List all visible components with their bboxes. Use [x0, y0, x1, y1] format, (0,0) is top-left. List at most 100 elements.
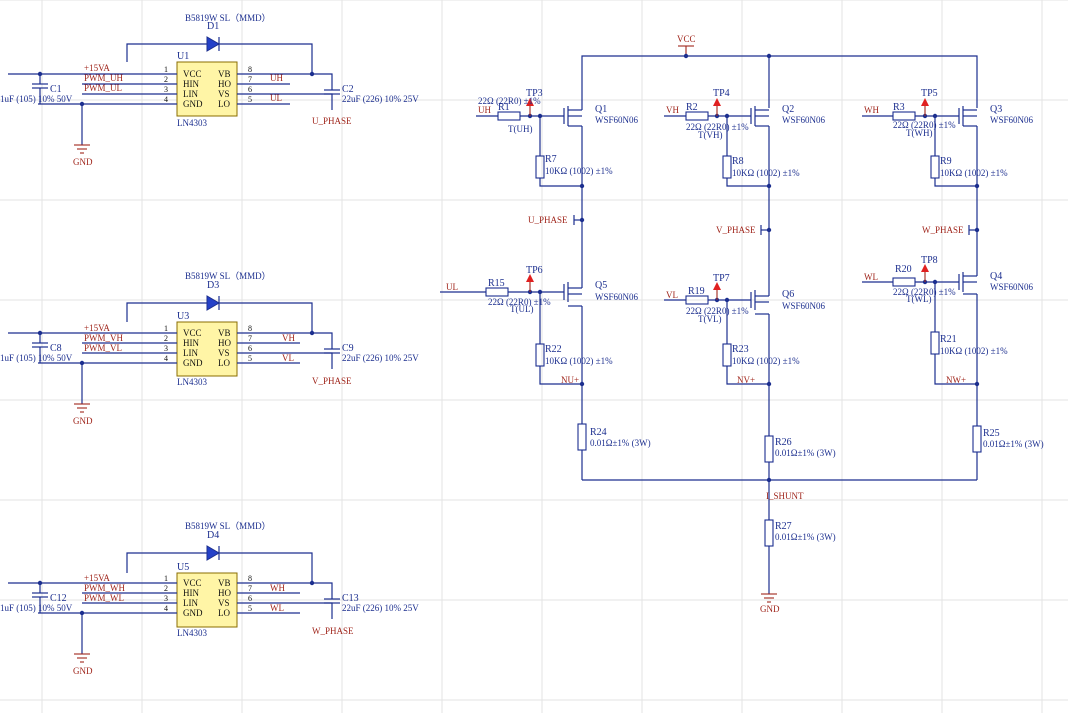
svg-text:TP7: TP7 [713, 273, 730, 284]
diode-ref: D1 [207, 21, 219, 32]
svg-text:VL: VL [666, 290, 678, 300]
svg-text:R1: R1 [498, 102, 510, 113]
driver-right-pins: 8 7 6 5 VB HO VS LO [218, 574, 264, 618]
low-side-q6: VL TP7 R19 22Ω (22R0) ±1% T(VL) Q6 WSF60… [664, 273, 826, 385]
high-side-q3: WH TP5 R3 22Ω (22R0) ±1% T(WH) Q3 WSF60N… [862, 88, 1034, 187]
low-side-q4: WL TP8 R20 22Ω (22R0) ±1% T(WL) Q4 WSF60… [862, 255, 1034, 385]
lin-net-label: PWM_UL [84, 83, 122, 93]
svg-text:HIN: HIN [183, 79, 199, 89]
svg-text:7: 7 [248, 75, 252, 84]
capacitor-c2: C2 22uF (226) 10% 25V [324, 84, 419, 104]
svg-text:0.01Ω±1% (3W): 0.01Ω±1% (3W) [775, 448, 836, 458]
bootstrap-diode-d4: D4 B5819W SL（MMD） [126, 521, 313, 583]
svg-text:TP8: TP8 [921, 255, 938, 266]
svg-text:U_PHASE: U_PHASE [528, 215, 568, 225]
svg-text:22Ω (22R0) ±1%: 22Ω (22R0) ±1% [686, 122, 749, 132]
svg-text:6: 6 [248, 344, 252, 353]
svg-text:10KΩ (1002) ±1%: 10KΩ (1002) ±1% [732, 168, 800, 178]
svg-text:WSF60N06: WSF60N06 [595, 292, 639, 302]
svg-text:PWM_WH: PWM_WH [84, 583, 125, 593]
low-side-q5: UL TP6 R15 22Ω (22R0) ±1% T(UL) Q5 WSF60… [440, 265, 639, 385]
gate-driver-u5: D4 B5819W SL（MMD） U5 LN4303 1 2 3 4 VCC … [0, 521, 419, 676]
svg-text:VB: VB [218, 578, 231, 588]
svg-text:6: 6 [248, 594, 252, 603]
svg-text:C2: C2 [342, 84, 354, 95]
svg-text:R2: R2 [686, 102, 698, 113]
svg-text:W_PHASE: W_PHASE [312, 626, 354, 636]
svg-text:T(UH): T(UH) [508, 124, 533, 134]
svg-text:Q5: Q5 [595, 280, 607, 291]
svg-text:VCC: VCC [183, 328, 202, 338]
svg-text:1: 1 [164, 65, 168, 74]
shunt-bus: I_SHUNT R27 0.01Ω±1% (3W) GND [582, 477, 977, 614]
phase-outputs: U_PHASE V_PHASE W_PHASE [528, 215, 977, 235]
svg-text:0.01Ω±1% (3W): 0.01Ω±1% (3W) [983, 439, 1044, 449]
svg-text:2: 2 [164, 75, 168, 84]
ground-symbol: GND [73, 653, 93, 676]
driver-left-pins: 1 2 3 4 VCC HIN LIN GND [150, 324, 203, 368]
svg-text:D4: D4 [207, 530, 219, 541]
svg-text:Q2: Q2 [782, 104, 794, 115]
diode-part: B5819W SL（MMD） [185, 13, 271, 23]
gate-driver-u1: D1 B5819W SL（MMD） U1 LN4303 1 2 3 4 VCC … [0, 13, 419, 167]
svg-text:LN4303: LN4303 [177, 377, 207, 387]
svg-text:HO: HO [218, 588, 231, 598]
svg-text:WSF60N06: WSF60N06 [782, 115, 826, 125]
driver-ic-body [176, 61, 238, 117]
svg-text:C9: C9 [342, 343, 354, 354]
svg-text:WSF60N06: WSF60N06 [990, 115, 1034, 125]
svg-text:Q3: Q3 [990, 104, 1002, 115]
svg-text:R9: R9 [940, 156, 952, 167]
svg-text:GND: GND [73, 157, 93, 167]
svg-text:Q6: Q6 [782, 289, 794, 300]
svg-text:PWM_VL: PWM_VL [84, 343, 122, 353]
svg-text:4: 4 [164, 354, 168, 363]
vcc-rail: VCC [581, 34, 978, 110]
svg-text:0.01Ω±1% (3W): 0.01Ω±1% (3W) [775, 532, 836, 542]
svg-text:22Ω (22R0) ±1%: 22Ω (22R0) ±1% [893, 120, 956, 130]
svg-text:10KΩ (1002) ±1%: 10KΩ (1002) ±1% [545, 356, 613, 366]
svg-text:5: 5 [248, 354, 252, 363]
svg-text:R7: R7 [545, 154, 557, 165]
svg-text:22Ω (22R0) ±1%: 22Ω (22R0) ±1% [686, 306, 749, 316]
vcc-net-label: VCC [677, 34, 696, 44]
svg-text:R24: R24 [590, 427, 607, 438]
svg-text:22Ω (22R0) ±1%: 22Ω (22R0) ±1% [478, 96, 541, 106]
i-shunt-net-label: I_SHUNT [766, 491, 804, 501]
svg-text:PWM_WL: PWM_WL [84, 593, 124, 603]
driver-ref: U1 [177, 51, 189, 62]
svg-text:22uF (226) 10% 25V: 22uF (226) 10% 25V [342, 353, 419, 363]
svg-text:NV+: NV+ [737, 375, 755, 385]
svg-text:LO: LO [218, 358, 230, 368]
driver-part: LN4303 [177, 118, 207, 128]
svg-text:R25: R25 [983, 428, 1000, 439]
svg-text:U5: U5 [177, 562, 189, 573]
gate-driver-u3: D3 B5819W SL（MMD） U3 LN4303 1 2 3 4 VCC … [0, 271, 419, 426]
svg-text:V_PHASE: V_PHASE [312, 376, 352, 386]
svg-text:V_PHASE: V_PHASE [716, 225, 756, 235]
svg-text:UH: UH [478, 105, 491, 115]
svg-text:3: 3 [164, 594, 168, 603]
svg-text:VS: VS [218, 348, 230, 358]
svg-text:1: 1 [164, 574, 168, 583]
svg-text:NU+: NU+ [561, 375, 579, 385]
svg-text:1uF (105) 10% 50V: 1uF (105) 10% 50V [0, 94, 73, 104]
svg-text:LO: LO [218, 99, 230, 109]
phase-net-label: U_PHASE [312, 116, 352, 126]
svg-text:Q4: Q4 [990, 271, 1002, 282]
svg-text:T(VL): T(VL) [698, 314, 722, 324]
capacitor-c12: C12 1uF (105) 10% 50V [0, 583, 73, 613]
svg-text:6: 6 [248, 85, 252, 94]
svg-text:R23: R23 [732, 344, 749, 355]
svg-text:C1: C1 [50, 84, 62, 95]
svg-text:22Ω (22R0) ±1%: 22Ω (22R0) ±1% [893, 287, 956, 297]
svg-text:C12: C12 [50, 593, 67, 604]
svg-text:WH: WH [864, 105, 879, 115]
svg-text:R27: R27 [775, 521, 792, 532]
svg-text:R22: R22 [545, 344, 562, 355]
svg-text:LN4303: LN4303 [177, 628, 207, 638]
ground-symbol: GND [73, 144, 93, 167]
svg-text:WL: WL [270, 603, 284, 613]
svg-text:C13: C13 [342, 593, 359, 604]
